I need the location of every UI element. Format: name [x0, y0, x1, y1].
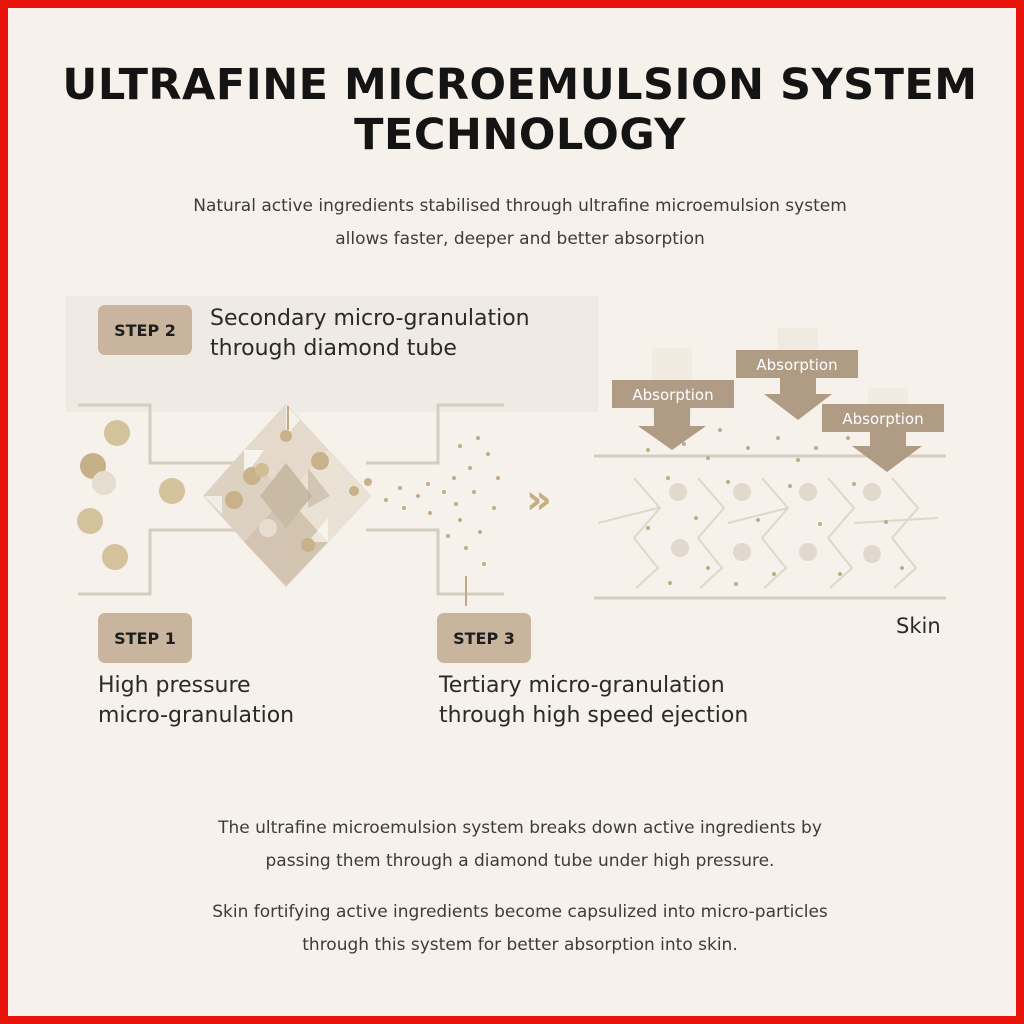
subtitle: Natural active ingredients stabilised th… [108, 190, 932, 256]
microemulsion-diagram: Absorption Absorption Absorption » [77, 328, 946, 606]
step-3-line-2: through high speed ejection [439, 703, 749, 728]
diamond-tube [202, 403, 372, 588]
step-3-badge: STEP 3 [437, 613, 531, 663]
large-particles [77, 420, 372, 570]
step-2-line-1: Secondary micro-granulation [210, 306, 530, 331]
page-title: ULTRAFINE MICROEMULSION SYSTEM TECHNOLOG… [48, 60, 992, 160]
footer-2-line-2: through this system for better absorptio… [302, 935, 738, 955]
absorption-arrow-1: Absorption [612, 348, 734, 450]
title-line-2: TECHNOLOGY [354, 110, 686, 160]
step-2-badge: STEP 2 [98, 305, 192, 355]
footer-paragraph-1: The ultrafine microemulsion system break… [88, 812, 952, 878]
footer-1-line-1: The ultrafine microemulsion system break… [218, 818, 822, 838]
absorption-label-3: Absorption [842, 410, 923, 428]
step-3-line-1: Tertiary micro-granulation [439, 673, 725, 698]
footer-2-line-1: Skin fortifying active ingredients becom… [212, 902, 828, 922]
step-2-line-2: through diamond tube [210, 336, 457, 361]
subtitle-line-1: Natural active ingredients stabilised th… [193, 196, 847, 216]
footer-paragraph-2: Skin fortifying active ingredients becom… [88, 896, 952, 962]
skin-layer [594, 428, 946, 600]
tube-outline [78, 403, 504, 596]
step-1-line-1: High pressure [98, 673, 251, 698]
fine-particles [384, 436, 500, 566]
absorption-label-1: Absorption [632, 386, 713, 404]
skin-label: Skin [896, 614, 941, 638]
forward-arrow-icon: » [526, 477, 552, 523]
absorption-arrow-3: Absorption [822, 388, 944, 472]
subtitle-line-2: allows faster, deeper and better absorpt… [335, 229, 705, 249]
step-2-description: Secondary micro-granulation through diam… [210, 304, 530, 364]
step-3-description: Tertiary micro-granulation through high … [439, 671, 748, 731]
title-line-1: ULTRAFINE MICROEMULSION SYSTEM [62, 60, 978, 110]
step-1-description: High pressure micro-granulation [98, 671, 294, 731]
step-1-badge: STEP 1 [98, 613, 192, 663]
absorption-label-2: Absorption [756, 356, 837, 374]
step-1-line-2: micro-granulation [98, 703, 295, 728]
footer-1-line-2: passing them through a diamond tube unde… [265, 851, 775, 871]
absorption-arrow-2: Absorption [736, 328, 858, 420]
